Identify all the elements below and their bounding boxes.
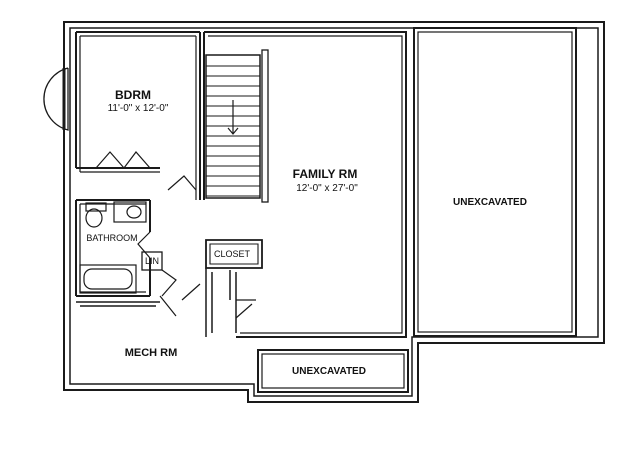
closet-door <box>235 299 256 319</box>
linen-closet <box>141 251 163 271</box>
family-room-dimensions: 12'-0" x 27'-0" <box>296 183 358 194</box>
bedroom-wall <box>75 31 201 200</box>
exterior-door-swing <box>43 67 69 131</box>
stair-arrow <box>227 100 239 135</box>
bedroom-dimensions: 11'-0" x 12'-0" <box>108 103 169 114</box>
closet-wall <box>205 239 263 269</box>
unexcavated-bottom-label: UNEXCAVATED <box>292 366 366 377</box>
bathroom-door <box>137 231 151 259</box>
exterior-wall-inner <box>69 27 599 397</box>
bedroom-door <box>167 175 197 191</box>
unexcavated-right-label: UNEXCAVATED <box>453 197 527 208</box>
bifold-door <box>95 151 151 169</box>
linen-label: LIN <box>145 256 159 266</box>
hall-partition <box>205 268 237 337</box>
hall-door <box>161 269 177 297</box>
family-room-label: FAMILY RM <box>293 167 358 181</box>
bathroom-label: BATHROOM <box>86 233 137 243</box>
sink-icon <box>113 201 147 223</box>
unexcavated-right-area <box>413 27 577 337</box>
unexcavated-bottom-area <box>257 349 409 393</box>
bathtub-icon <box>79 264 137 294</box>
stair-treads <box>206 65 260 197</box>
family-room-wall <box>203 31 407 338</box>
exterior-wall-outer <box>63 21 605 403</box>
bedroom-wall-inner <box>79 35 197 200</box>
closet-label: CLOSET <box>214 249 251 259</box>
bedroom-label: BDRM <box>115 88 151 102</box>
mech-room-label: MECH RM <box>125 347 178 359</box>
bathroom-wall <box>75 199 151 297</box>
mech-room-wall <box>76 301 160 307</box>
toilet-icon <box>85 202 107 228</box>
